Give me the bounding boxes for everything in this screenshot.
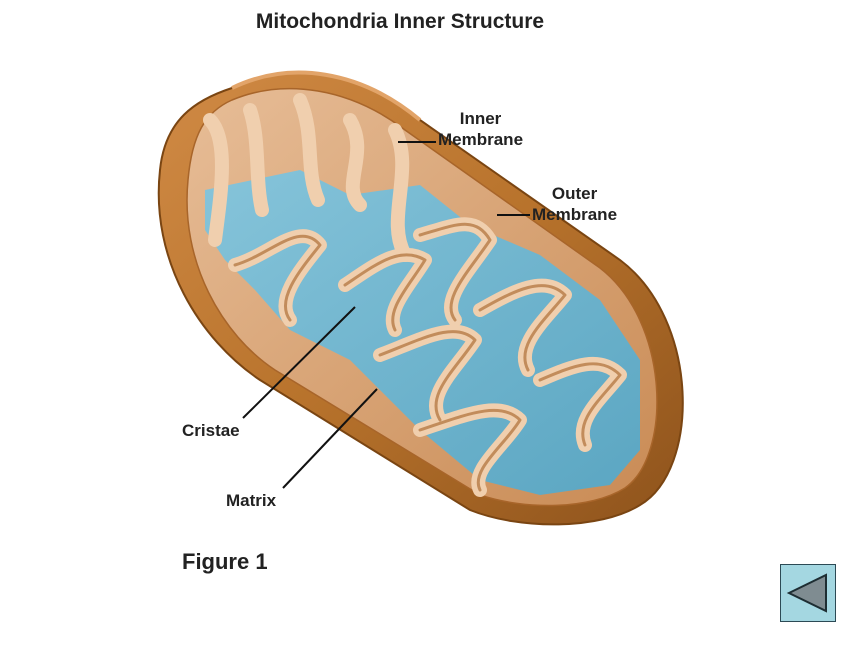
diagram-title: Mitochondria Inner Structure [255,10,545,33]
back-button[interactable] [780,564,836,622]
label-inner-membrane-line2: Membrane [438,130,524,149]
cristae-fold-shadows [233,222,622,492]
label-outer-membrane-line1: Outer [551,184,598,203]
figure-caption: Figure 1 [182,549,268,574]
triangle-left-icon [786,573,827,613]
label-inner-membrane-line1: Inner [459,109,502,128]
label-inner-membrane: Inner Membrane [438,108,523,150]
leader-lines [242,141,530,489]
outer-rim-highlight [231,70,422,122]
label-matrix: Matrix [226,491,277,510]
label-outer-membrane: Outer Membrane [532,183,617,225]
label-cristae: Cristae [182,421,240,440]
leader-cristae [242,306,356,419]
leader-matrix [282,388,378,489]
label-outer-membrane-line2: Membrane [532,205,618,224]
